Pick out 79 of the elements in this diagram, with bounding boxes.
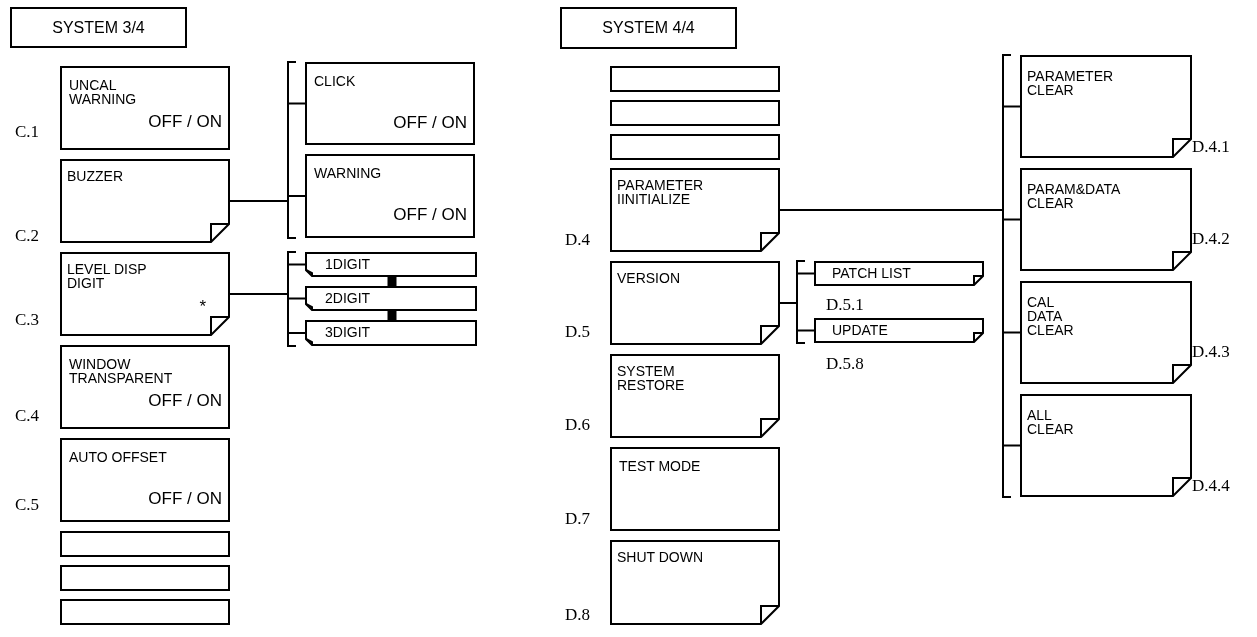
option-key [305, 320, 477, 346]
menu-key [60, 438, 230, 522]
connector-line [779, 302, 815, 332]
option-key [814, 261, 984, 286]
menu-number: C.4 [15, 407, 40, 424]
key-label: UNCAL WARNING [69, 78, 137, 106]
option-label: OFF / ON [393, 206, 467, 223]
key-label: AUTO OFFSET [69, 450, 168, 464]
menu-number: D.8 [565, 606, 591, 623]
page-title: SYSTEM 4/4 [601, 20, 696, 36]
menu-number: D.4 [565, 231, 591, 248]
option-label: OFF / ON [148, 113, 222, 130]
connector-line [229, 195, 306, 202]
submenu-key [1020, 394, 1192, 497]
submenu-key [610, 261, 780, 345]
key-label: PATCH LIST [832, 266, 911, 280]
submenu-key [610, 540, 780, 625]
submenu-key [1020, 168, 1192, 271]
key-label: SYSTEM RESTORE [617, 364, 685, 392]
page-title: SYSTEM 3/4 [51, 19, 146, 36]
submenu-key [610, 168, 780, 252]
blank-key [60, 531, 230, 557]
submenu-key [610, 354, 780, 438]
blank-key [60, 599, 230, 625]
option-key [814, 318, 984, 343]
option-label: OFF / ON [148, 392, 222, 409]
key-label: 2DIGIT [325, 291, 371, 305]
key-label: CAL DATA CLEAR [1027, 295, 1074, 337]
link-bar [387, 277, 397, 286]
submenu-key [1020, 281, 1192, 384]
blank-key [60, 565, 230, 591]
menu-number: D.4.2 [1192, 230, 1230, 247]
submenu-key [60, 159, 230, 243]
menu-key [60, 345, 230, 429]
submenu-key [1020, 55, 1192, 158]
menu-number: D.6 [565, 416, 591, 433]
key-label: PARAM&DATA CLEAR [1027, 182, 1120, 210]
menu-number: C.1 [15, 123, 40, 140]
option-key [305, 286, 477, 311]
connector-line [229, 293, 306, 334]
key-label: 3DIGIT [325, 325, 371, 339]
menu-key [305, 154, 475, 238]
option-label: OFF / ON [148, 490, 222, 507]
key-label: WINDOW TRANSPARENT [69, 357, 173, 385]
menu-number: D.7 [565, 510, 591, 527]
menu-number: D.5.8 [826, 355, 864, 372]
blank-key [610, 100, 780, 126]
key-label: BUZZER [67, 169, 124, 183]
blank-key [610, 66, 780, 92]
key-label: SHUT DOWN [617, 550, 705, 564]
key-label: UPDATE [832, 323, 888, 337]
menu-number: D.4.4 [1192, 477, 1230, 494]
menu-number: D.4.3 [1192, 343, 1230, 360]
menu-number: C.3 [15, 311, 40, 328]
menu-key [610, 447, 780, 531]
option-key [305, 252, 477, 277]
menu-number: D.5 [565, 323, 591, 340]
key-label: WARNING [314, 166, 383, 180]
key-label: ALL CLEAR [1027, 408, 1074, 436]
key-label: CLICK [314, 74, 357, 88]
menu-number: C.2 [15, 227, 40, 244]
blank-key [610, 134, 780, 160]
key-label: 1DIGIT [325, 257, 371, 271]
menu-number: C.5 [15, 496, 40, 513]
menu-key [305, 62, 475, 145]
menu-number: D.4.1 [1192, 138, 1230, 155]
key-label: LEVEL DISP DIGIT [67, 262, 148, 290]
key-label: VERSION [617, 271, 681, 285]
key-label: PARAMETER IINITIALIZE [617, 178, 704, 206]
key-label: PARAMETER CLEAR [1027, 69, 1114, 97]
page-title-box [560, 7, 737, 49]
menu-number: D.5.1 [826, 296, 864, 313]
asterisk-mark: * [199, 298, 206, 315]
page-title-box [10, 7, 187, 48]
submenu-key [60, 252, 230, 336]
key-label: TEST MODE [619, 459, 702, 473]
menu-key [60, 66, 230, 150]
option-label: OFF / ON [393, 114, 467, 131]
link-bar [387, 311, 397, 320]
